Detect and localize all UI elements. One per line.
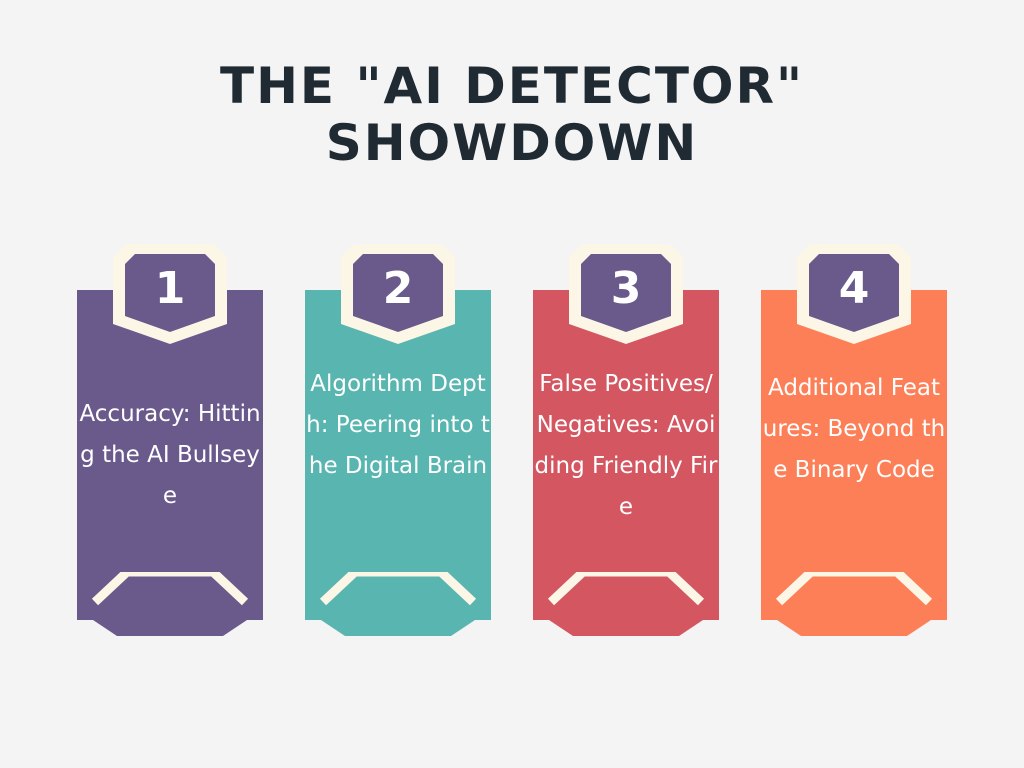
card-4-badge: 4: [797, 244, 911, 344]
card-4-body: [761, 290, 947, 620]
card-1-foot-icon: [87, 572, 253, 636]
card-2-number: 2: [382, 263, 414, 314]
page-title: THE "AI DETECTOR" SHOWDOWN: [0, 58, 1024, 172]
page-title-line-1: THE "AI DETECTOR": [219, 57, 805, 115]
card-3-text: False Positives/Negatives: Avoiding Frie…: [534, 371, 718, 520]
card-3-badge: 3: [569, 244, 683, 344]
card-1-text: Accuracy: Hitting the AI Bullseye: [79, 401, 261, 509]
card-4: Additional Features: Beyond the Binary C…: [761, 244, 947, 636]
card-3-number: 3: [610, 263, 642, 314]
card-4-foot-icon: [771, 572, 937, 636]
card-2-badge: 2: [341, 244, 455, 344]
card-4-text: Additional Features: Beyond the Binary C…: [762, 375, 946, 483]
card-2-text: Algorithm Depth: Peering into the Digita…: [306, 371, 490, 479]
card-2-body: [305, 290, 491, 620]
page-title-line-2: SHOWDOWN: [325, 114, 699, 172]
card-3: False Positives/Negatives: Avoiding Frie…: [533, 244, 719, 636]
card-2-foot-icon: [315, 572, 481, 636]
card-1-body: [77, 290, 263, 620]
card-4-number: 4: [838, 263, 870, 314]
card-2: Algorithm Depth: Peering into the Digita…: [305, 244, 491, 636]
card-1-badge: 1: [113, 244, 227, 344]
card-1: Accuracy: Hitting the AI Bullseye 1: [77, 244, 263, 636]
card-3-body: [533, 290, 719, 620]
card-3-foot-icon: [543, 572, 709, 636]
card-1-number: 1: [154, 263, 186, 314]
